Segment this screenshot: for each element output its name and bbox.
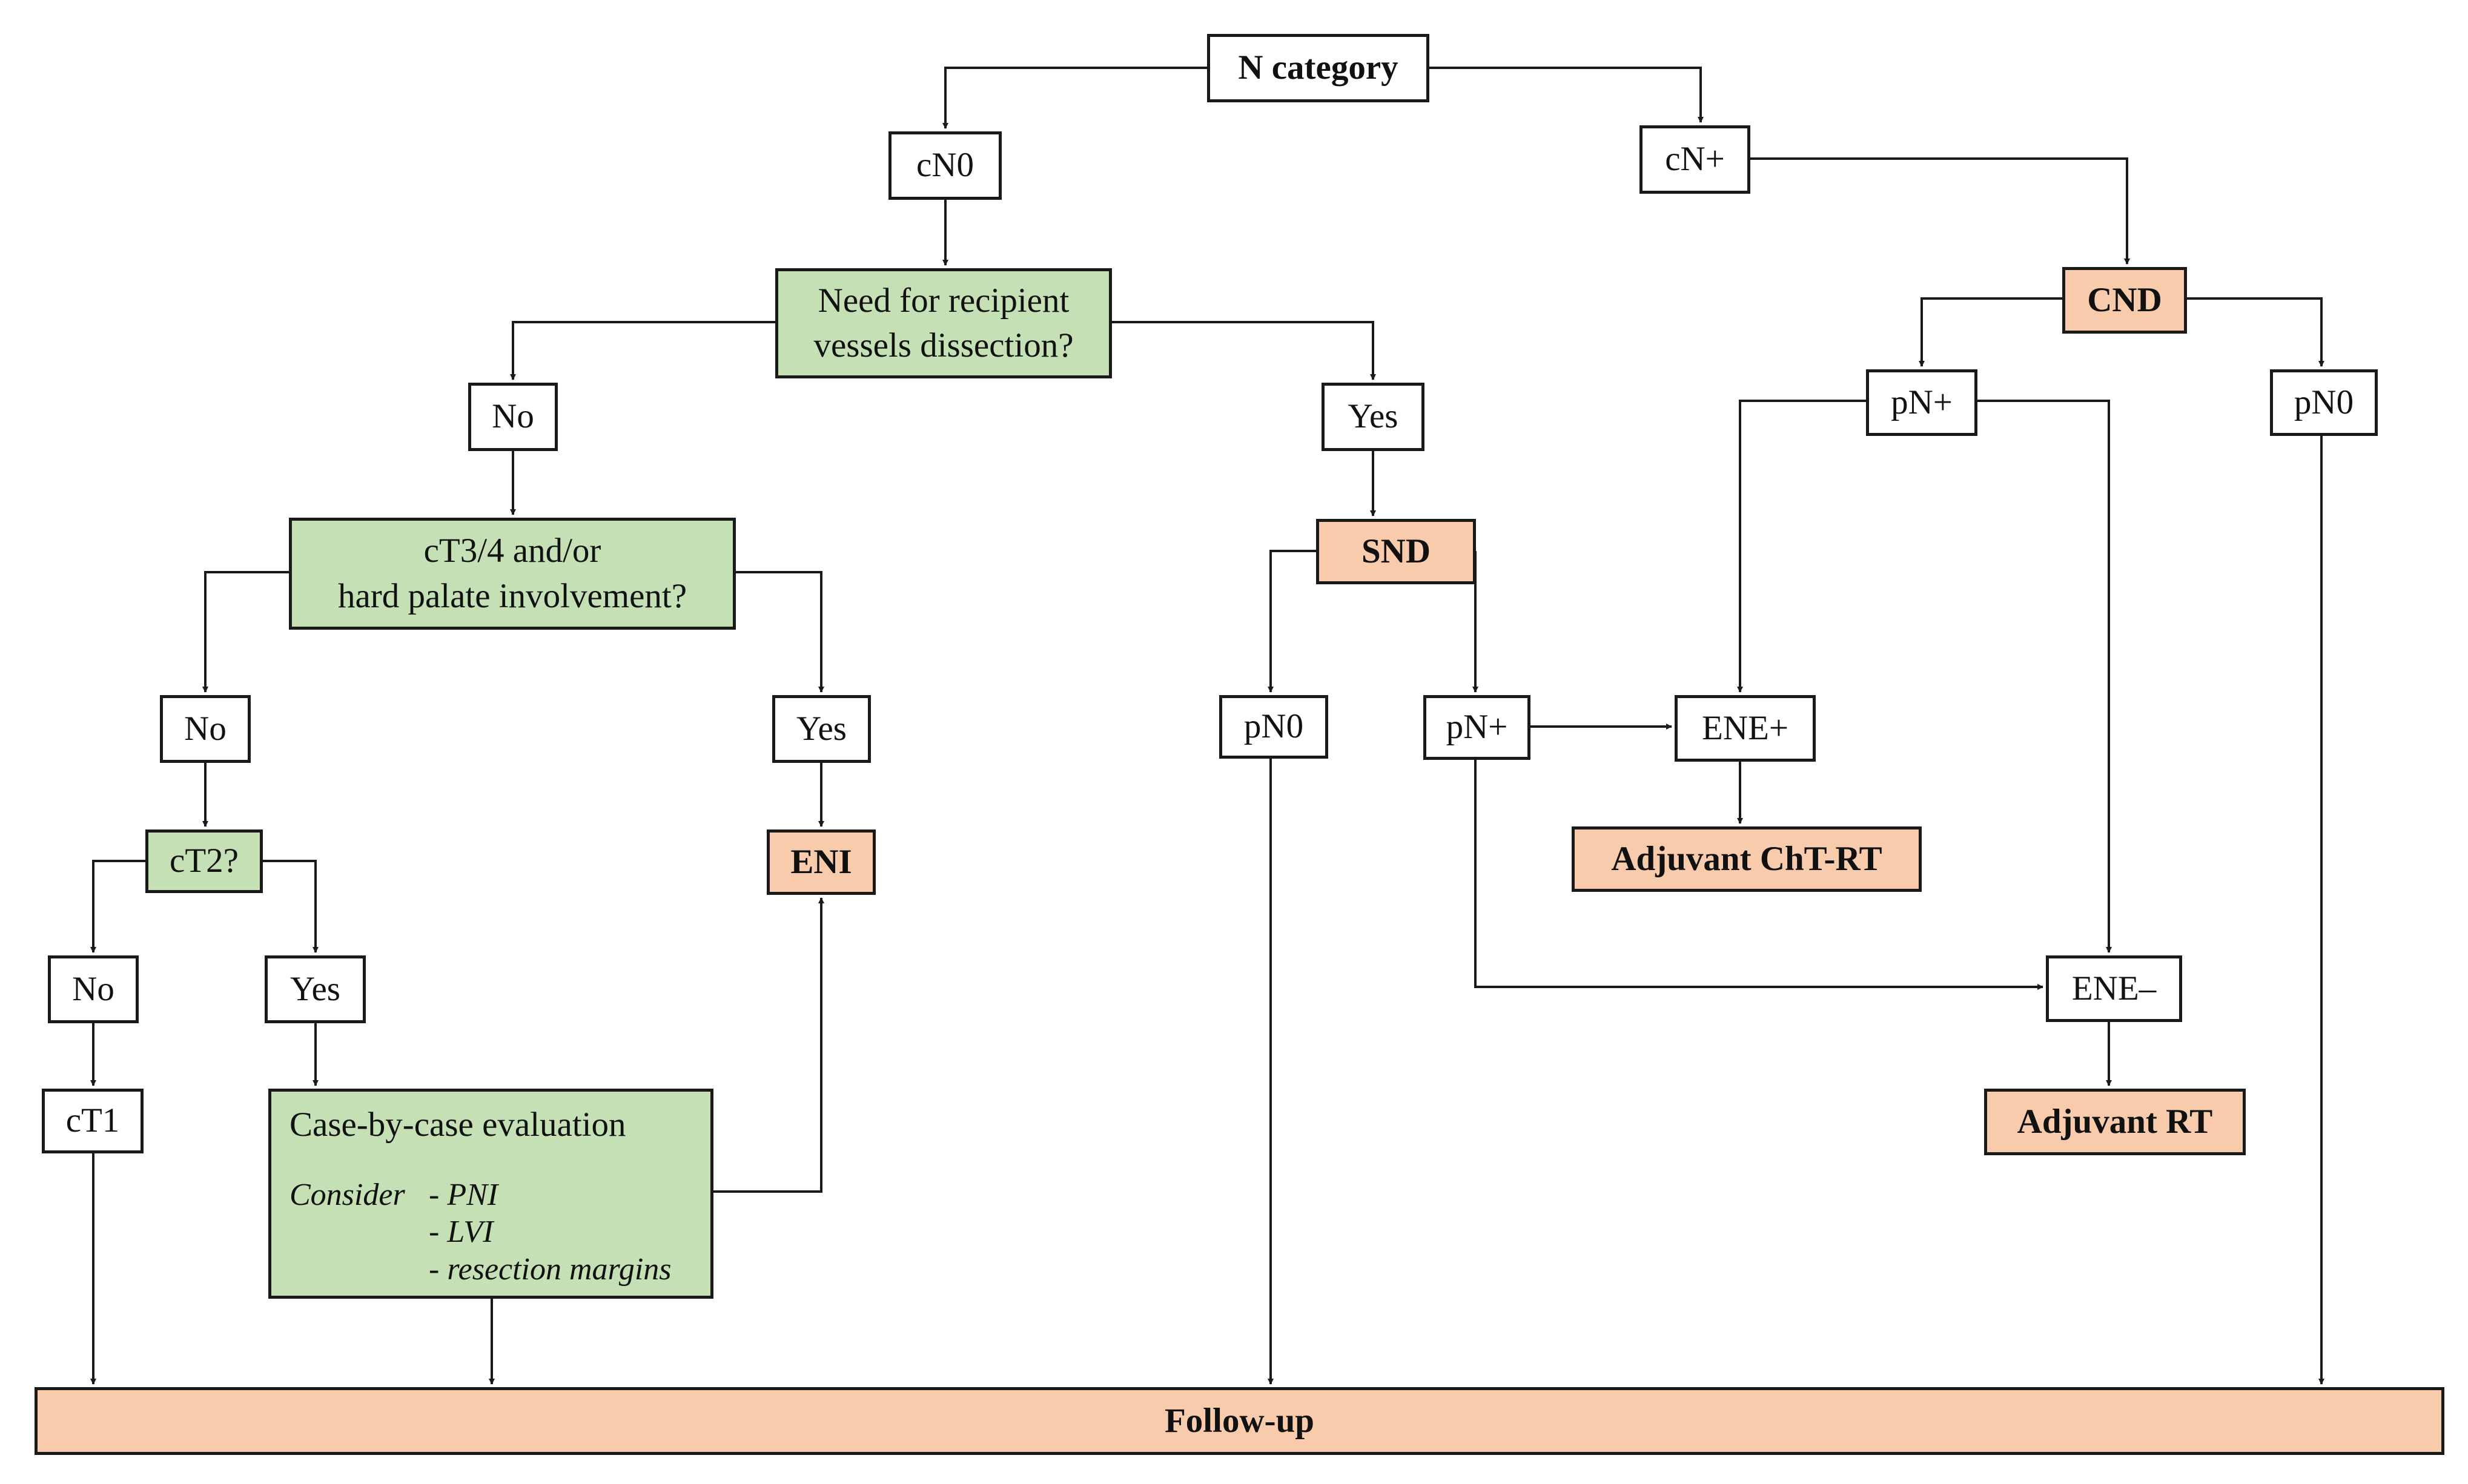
edge-need-to-no xyxy=(510,321,775,380)
edge-ncat-to-cnplus xyxy=(1429,67,1704,123)
edge-pnplus-to-eneminus xyxy=(1474,760,2043,990)
recipient-vessels-question-line1: Need for recipient xyxy=(818,281,1070,320)
ct1-node: cT1 xyxy=(42,1089,144,1153)
consider-item-resection-margins: - resection margins xyxy=(429,1252,672,1287)
edge-need-to-yes xyxy=(1112,321,1376,380)
ct34-palate-question: cT3/4 and/or hard palate involvement? xyxy=(289,518,736,630)
pnplus-node-cnd: pN+ xyxy=(1866,369,1977,436)
edge-ct2-to-yes3 xyxy=(263,860,319,953)
ct2-question: cT2? xyxy=(145,829,263,893)
snd-node: SND xyxy=(1316,519,1476,584)
ene-plus-node: ENE+ xyxy=(1675,695,1816,762)
eni-node: ENI xyxy=(767,829,876,895)
adjuvant-rt-node: Adjuvant RT xyxy=(1984,1089,2246,1155)
recipient-vessels-question-line2: vessels dissection? xyxy=(813,326,1074,364)
ct34-palate-question-line2: hard palate involvement? xyxy=(337,576,687,615)
cn0-node: cN0 xyxy=(888,131,1002,200)
yes-node-vessels: Yes xyxy=(1322,383,1424,451)
pnplus-node-snd: pN+ xyxy=(1423,695,1530,760)
case-by-case-evaluation: Case-by-case evaluation Consider - PNI -… xyxy=(268,1089,713,1299)
no-node-vessels: No xyxy=(468,383,558,451)
edge-case-to-eni xyxy=(713,897,824,1193)
edge-ncat-to-cn0 xyxy=(942,67,1207,129)
pn0-node-cnd: pN0 xyxy=(2270,369,2378,436)
edge-cndpnplus-to-eneminus xyxy=(1977,400,2112,953)
recipient-vessels-question: Need for recipient vessels dissection? xyxy=(775,268,1112,378)
case-by-case-title: Case-by-case evaluation xyxy=(289,1106,626,1144)
edge-ct34-to-yes2 xyxy=(736,571,824,693)
edge-snd-to-pn0 xyxy=(1268,550,1316,693)
adjuvant-cht-rt-node: Adjuvant ChT-RT xyxy=(1572,826,1922,892)
yes-node-ct2: Yes xyxy=(265,955,366,1023)
ct34-palate-question-line1: cT3/4 and/or xyxy=(423,532,601,570)
pn0-node-snd: pN0 xyxy=(1219,695,1328,759)
consider-item-pni: - PNI xyxy=(429,1178,498,1213)
consider-label: Consider xyxy=(289,1178,405,1213)
no-node-ct2: No xyxy=(48,955,139,1023)
consider-list: Consider - PNI - LVI - resection margins xyxy=(289,1176,692,1288)
edge-ct34-to-no2 xyxy=(202,571,289,693)
yes-node-ct34: Yes xyxy=(772,695,871,763)
ene-minus-node: ENE– xyxy=(2046,955,2182,1022)
cnplus-node: cN+ xyxy=(1639,125,1750,194)
edge-cnplus-to-cnd xyxy=(1750,157,2130,265)
edge-cnd-to-pnplus xyxy=(1919,297,2062,367)
no-node-ct34: No xyxy=(160,695,251,763)
edge-cnd-to-pn0 xyxy=(2187,297,2324,367)
edge-cndpnplus-to-eneplus xyxy=(1737,400,1866,693)
edge-ct2-to-no3 xyxy=(90,860,145,953)
consider-item-lvi: - LVI xyxy=(429,1215,494,1250)
follow-up-bar: Follow-up xyxy=(35,1387,2444,1455)
n-category-node: N category xyxy=(1207,34,1429,102)
cnd-node: CND xyxy=(2062,267,2187,334)
